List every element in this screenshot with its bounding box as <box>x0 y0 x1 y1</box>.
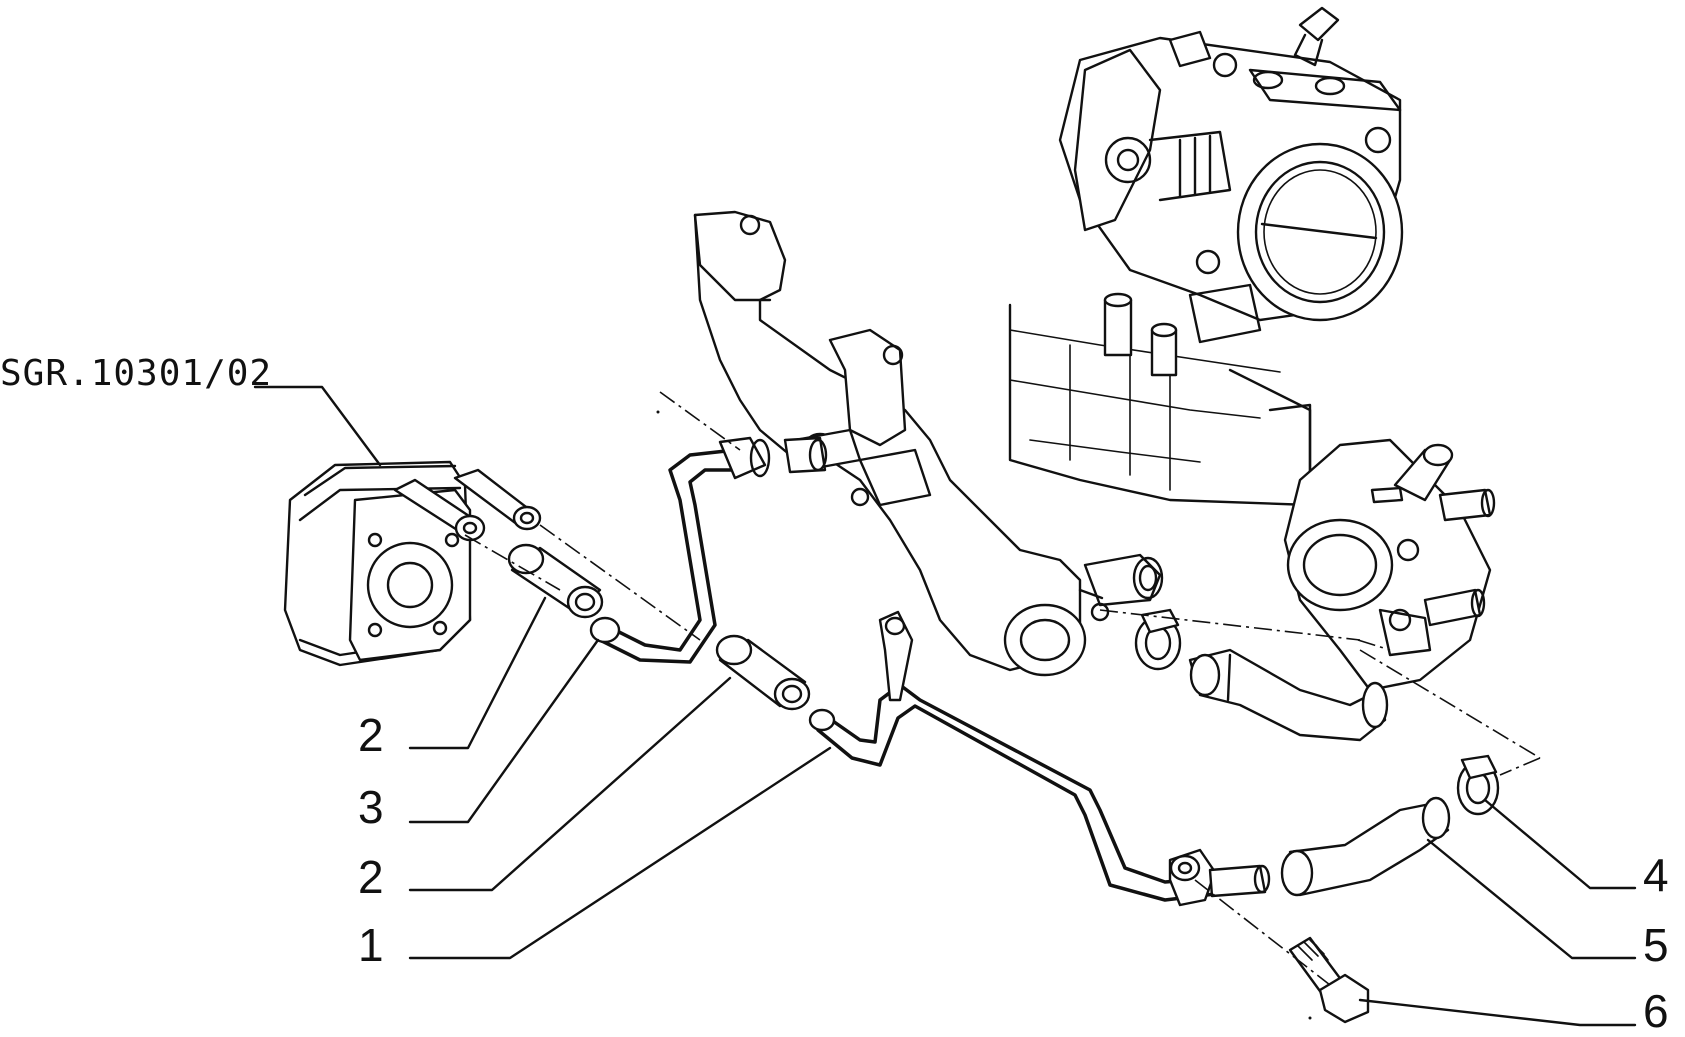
callout-4: 4 <box>1643 849 1669 901</box>
hose-2-lower <box>715 634 811 711</box>
leader-3 <box>408 638 600 824</box>
center-lines <box>464 391 1541 986</box>
part-6-bolt <box>1288 936 1370 1024</box>
pipe-1 <box>808 610 1271 907</box>
callout-1: 1 <box>358 919 384 971</box>
callout-2-lower: 2 <box>358 851 384 903</box>
upper-clamp <box>1134 608 1182 671</box>
callout-3: 3 <box>358 781 384 833</box>
leader-6 <box>1358 998 1637 1027</box>
water-manifold <box>693 210 1164 677</box>
callout-5: 5 <box>1643 919 1669 971</box>
leader-lines <box>253 385 1637 1027</box>
leader-1 <box>408 746 832 960</box>
leader-ref <box>253 385 382 467</box>
pipe-3 <box>589 436 828 664</box>
leader-2b <box>408 676 732 892</box>
callout-2-upper: 2 <box>358 709 384 761</box>
thermostat-housing <box>1283 438 1496 692</box>
callout-6: 6 <box>1643 985 1669 1037</box>
upper-hose <box>1188 648 1389 742</box>
part-4-clamp <box>1456 754 1500 816</box>
leader-5 <box>1426 838 1637 960</box>
throttle-body <box>1058 6 1404 322</box>
oil-cooler <box>283 460 542 667</box>
hose-2-upper <box>507 543 604 619</box>
part-5-hose <box>1280 796 1451 897</box>
scan-dot <box>1308 1016 1312 1020</box>
leader-4 <box>1483 798 1637 890</box>
cylinder-head <box>1008 283 1312 507</box>
reference-code: SGR.10301/02 <box>0 353 273 394</box>
scan-dot <box>656 410 660 414</box>
leader-2a <box>408 596 547 750</box>
